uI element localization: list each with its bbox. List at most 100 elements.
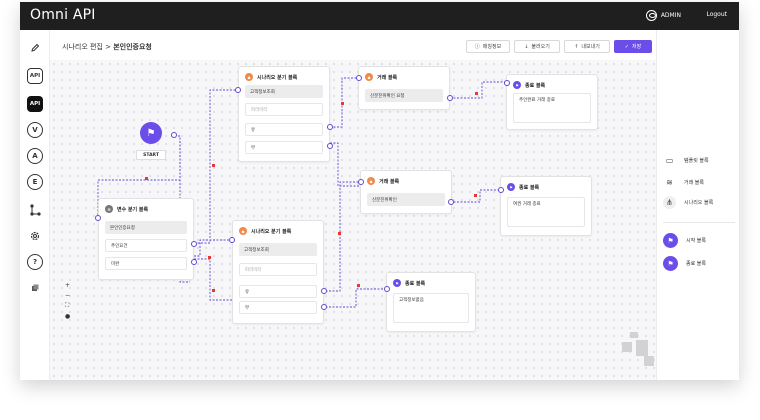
deal-icon: ◆ bbox=[367, 177, 375, 185]
scenario-top-output-port[interactable] bbox=[327, 124, 333, 130]
check-icon: ✓ bbox=[624, 43, 629, 50]
app-window: Omni API ADMIN Logout API API V A E ? 시나… bbox=[20, 2, 739, 380]
variable-icon: ≡ bbox=[105, 205, 113, 213]
pencil-icon[interactable] bbox=[27, 40, 43, 56]
scenario-branch-node-top[interactable]: ◆ 시나리오 분기 블록 고객정보조회 파라미터 유 무 bbox=[238, 66, 330, 162]
var-branch-input-port[interactable] bbox=[95, 215, 101, 221]
palette-start-block[interactable]: ⚑ 시작 블록 bbox=[663, 233, 706, 248]
cube-icon[interactable] bbox=[27, 280, 43, 296]
scenario-row[interactable]: 유 bbox=[245, 123, 323, 136]
user-menu[interactable]: ADMIN bbox=[645, 10, 681, 21]
minimap-block bbox=[622, 342, 632, 352]
branch-icon[interactable] bbox=[27, 202, 43, 218]
app-title: Omni API bbox=[30, 7, 96, 23]
start-output-port[interactable] bbox=[171, 132, 177, 138]
var-branch-output-port[interactable] bbox=[191, 259, 197, 265]
deal-title: 거래 블록 bbox=[377, 74, 398, 81]
scenario-row[interactable]: 고객정보조회 bbox=[239, 243, 317, 256]
node-title: ⚑ 종료 블록 bbox=[513, 81, 545, 89]
scenario-row[interactable]: 무 bbox=[239, 301, 317, 314]
deal-row[interactable]: 신분진위확인 bbox=[367, 193, 445, 206]
deal-node-top[interactable]: ◆ 거래 블록 신분진위확인 요청 bbox=[358, 66, 450, 110]
save-button[interactable]: ✓ 저장 bbox=[614, 40, 652, 53]
info-icon: ⓘ bbox=[474, 44, 480, 50]
api-outline-icon[interactable]: API bbox=[27, 68, 43, 84]
var-branch-output-port[interactable] bbox=[191, 241, 197, 247]
scenario-row[interactable]: 고객정보조회 bbox=[245, 85, 323, 98]
zoom-controls: + − ⛶ ● bbox=[65, 282, 70, 320]
minimap-block bbox=[630, 332, 638, 338]
download-icon: ↓ bbox=[524, 43, 529, 50]
deal-mid-input-port[interactable] bbox=[358, 179, 364, 185]
var-branch-row[interactable]: 본인인증요청 bbox=[105, 221, 187, 234]
end-bottom-input-port[interactable] bbox=[384, 286, 390, 292]
flag-icon: ⚑ bbox=[507, 183, 515, 191]
help-icon[interactable]: ? bbox=[27, 254, 43, 270]
scenario-mid-output-port[interactable] bbox=[321, 304, 327, 310]
edge-deal-to-end bbox=[450, 81, 508, 99]
palette-label: 시나리오 블록 bbox=[684, 200, 714, 206]
user-name: ADMIN bbox=[660, 12, 681, 19]
api-solid-icon[interactable]: API bbox=[27, 96, 43, 112]
settings-icon[interactable] bbox=[27, 228, 43, 244]
palette-label: 거래 블록 bbox=[684, 180, 704, 186]
minimap[interactable] bbox=[622, 332, 656, 372]
palette-label: 템플릿 블록 bbox=[684, 158, 709, 164]
layers-icon: ≋ bbox=[666, 178, 673, 187]
scenario-top-input-port[interactable] bbox=[235, 87, 241, 93]
end-mid-input-port[interactable] bbox=[498, 187, 504, 193]
zoom-in-button[interactable]: + bbox=[65, 282, 71, 289]
node-title: ◆ 시나리오 분기 블록 bbox=[245, 73, 297, 81]
end-node-bottom[interactable]: ⚑ 종료 블록 고객정보없음 bbox=[386, 272, 476, 332]
deal-top-input-port[interactable] bbox=[356, 75, 362, 81]
v-circle-icon[interactable]: V bbox=[27, 122, 43, 138]
start-node[interactable]: ⚑ bbox=[140, 122, 162, 144]
end-row[interactable]: 여권 거래 종료 bbox=[507, 197, 585, 227]
var-branch-row[interactable]: 추인요건 bbox=[105, 239, 187, 252]
end-row[interactable]: 추인완료 거래 종료 bbox=[513, 93, 591, 123]
a-circle-icon[interactable]: A bbox=[27, 148, 43, 164]
deal-title: 거래 블록 bbox=[379, 178, 400, 185]
e-circle-icon[interactable]: E bbox=[27, 174, 43, 190]
var-branch-row[interactable]: 미완 bbox=[105, 257, 187, 270]
scenario-row[interactable]: 파라미터 bbox=[239, 263, 317, 276]
end-node-mid[interactable]: ⚑ 종료 블록 여권 거래 종료 bbox=[500, 176, 592, 236]
scenario-mid-output-port[interactable] bbox=[321, 288, 327, 294]
end-top-input-port[interactable] bbox=[504, 80, 510, 86]
page-title: 본인인증요청 bbox=[113, 43, 152, 51]
scenario-top-output-port[interactable] bbox=[327, 143, 333, 149]
scenario-row[interactable]: 무 bbox=[245, 141, 323, 154]
logout-link[interactable]: Logout bbox=[706, 11, 727, 18]
palette-end-block[interactable]: ⚑ 종료 블록 bbox=[663, 256, 706, 271]
deal-row[interactable]: 신분진위확인 요청 bbox=[365, 89, 443, 102]
node-title: ≡ 변수 분기 블록 bbox=[105, 205, 148, 213]
fit-view-button[interactable]: ⛶ bbox=[65, 302, 70, 309]
lock-button[interactable]: ● bbox=[65, 313, 71, 320]
palette-scenario-block[interactable]: ⋔ 시나리오 블록 bbox=[663, 196, 713, 209]
deal-node-mid[interactable]: ◆ 거래 블록 신분진위확인 bbox=[360, 170, 452, 214]
var-branch-node[interactable]: ≡ 변수 분기 블록 본인인증요청 추인요건 미완 bbox=[98, 198, 194, 280]
scenario-row[interactable]: 유 bbox=[239, 285, 317, 298]
zoom-out-button[interactable]: − bbox=[65, 292, 71, 299]
scenario-branch-title: 시나리오 분기 블록 bbox=[251, 228, 292, 235]
deal-top-output-port[interactable] bbox=[447, 95, 453, 101]
editor-header: 시나리오 편집 > 본인인증요청 ⓘ 매칭정보 ↓ 불러오기 ↑ 내보내기 ✓ … bbox=[50, 30, 656, 60]
node-title: ⚑ 종료 블록 bbox=[393, 279, 425, 287]
palette-template-block[interactable]: ▭ 템플릿 블록 bbox=[663, 154, 709, 167]
scenario-branch-node-mid[interactable]: ◆ 시나리오 분기 블록 고객정보조회 파라미터 유 무 bbox=[232, 220, 324, 324]
scenario-mid-input-port[interactable] bbox=[229, 237, 235, 243]
import-button[interactable]: ↓ 불러오기 bbox=[514, 40, 560, 53]
export-button[interactable]: ↑ 내보내기 bbox=[564, 40, 610, 53]
palette-deal-block[interactable]: ≋ 거래 블록 bbox=[663, 176, 704, 189]
breadcrumb-parent[interactable]: 시나리오 편집 bbox=[62, 43, 103, 51]
scenario-row[interactable]: 파라미터 bbox=[245, 103, 323, 116]
end-node-top[interactable]: ⚑ 종료 블록 추인완료 거래 종료 bbox=[506, 74, 598, 130]
start-label: START bbox=[136, 150, 166, 160]
flow-canvas[interactable]: ⚑ START ≡ 변수 분기 블록 본인인증요청 추인요건 미완 ◆ 시나리오… bbox=[50, 60, 656, 380]
flag-icon: ⚑ bbox=[513, 81, 521, 89]
block-palette: ▭ 템플릿 블록 ≋ 거래 블록 ⋔ 시나리오 블록 ⚑ 시작 블록 ⚑ 종료 … bbox=[656, 30, 739, 380]
end-title: 종료 블록 bbox=[405, 280, 426, 287]
deal-mid-output-port[interactable] bbox=[448, 199, 454, 205]
info-button[interactable]: ⓘ 매칭정보 bbox=[466, 40, 510, 53]
end-row[interactable]: 고객정보없음 bbox=[393, 293, 469, 323]
